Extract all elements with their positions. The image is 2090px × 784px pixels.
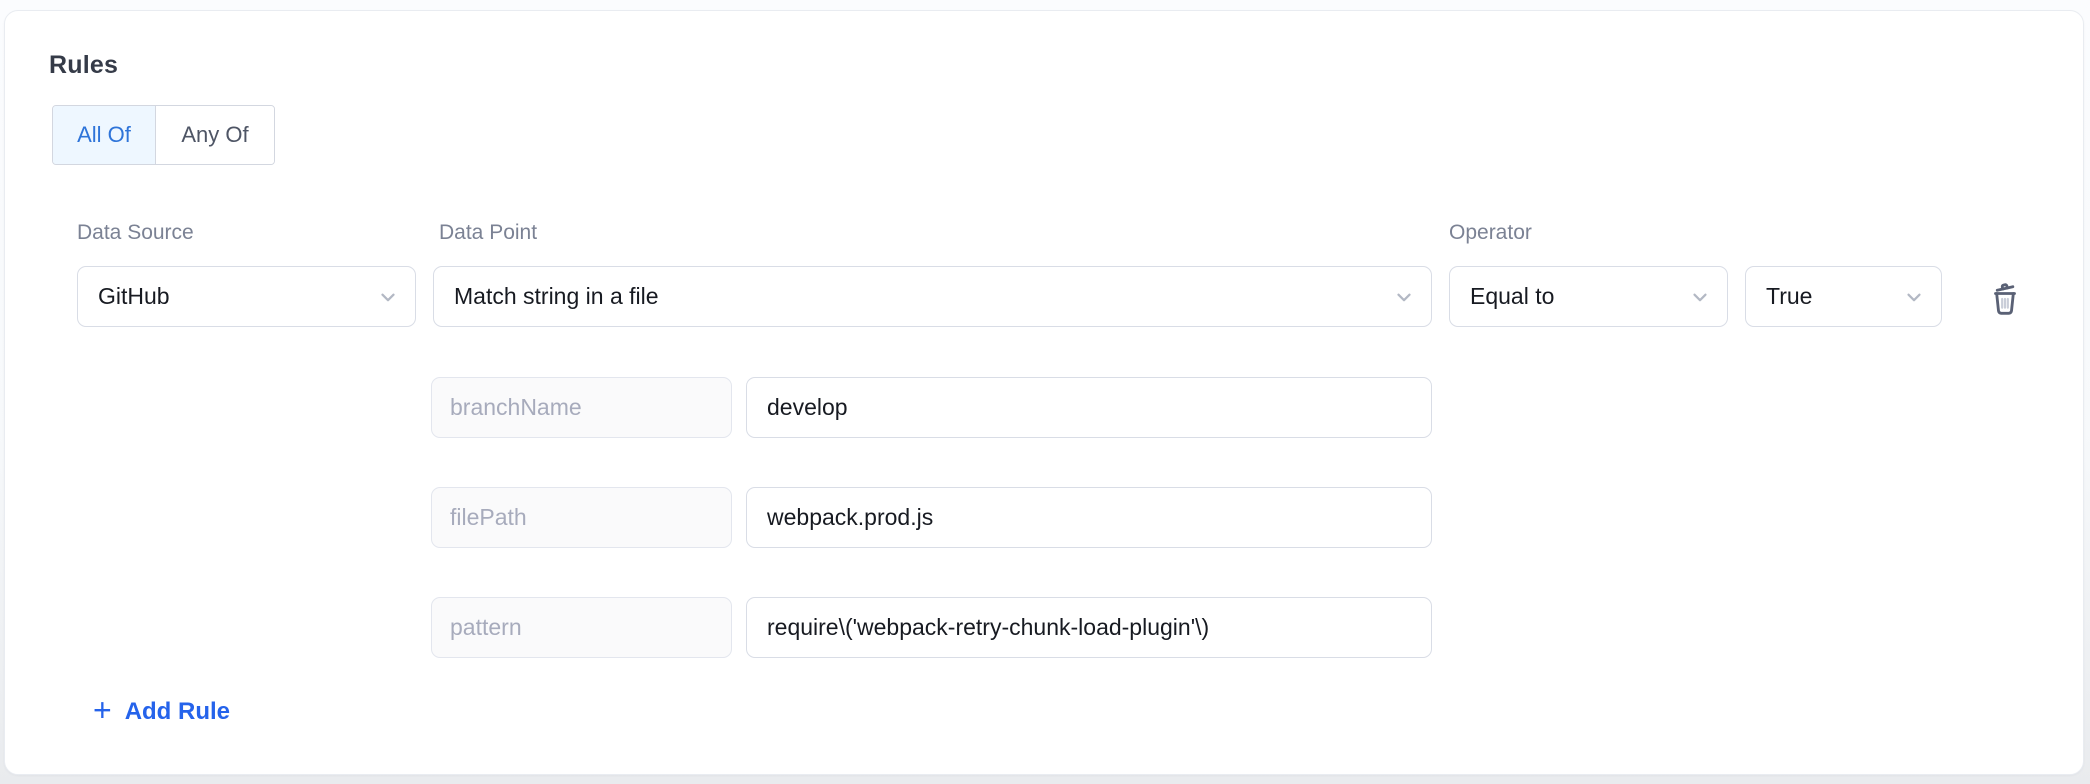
data-point-selected-value: Match string in a file xyxy=(454,283,659,309)
operator-select[interactable]: Equal to xyxy=(1449,266,1728,327)
trash-icon xyxy=(1994,283,2016,315)
data-source-selected-value: GitHub xyxy=(98,283,170,309)
chevron-down-icon xyxy=(1397,293,1411,301)
chevron-down-icon xyxy=(381,293,395,301)
param-value-input-pattern[interactable] xyxy=(746,597,1432,658)
plus-icon: + xyxy=(93,692,112,728)
compare-value-selected: True xyxy=(1766,283,1813,309)
chevron-down-icon xyxy=(1693,293,1707,301)
compare-value-select[interactable]: True xyxy=(1745,266,1942,327)
match-type-toggle: All Of Any Of xyxy=(52,105,275,165)
section-title: Rules xyxy=(49,51,119,79)
param-key-input-pattern[interactable] xyxy=(431,597,732,658)
add-rule-label: Add Rule xyxy=(124,697,231,725)
data-source-label: Data Source xyxy=(77,221,194,244)
param-value-input-filepath[interactable] xyxy=(746,487,1432,548)
data-point-select[interactable]: Match string in a file xyxy=(433,266,1432,327)
operator-label: Operator xyxy=(1449,221,1532,244)
data-source-select[interactable]: GitHub xyxy=(77,266,416,327)
toggle-all-of[interactable]: All Of xyxy=(53,106,156,164)
rules-panel: Rules All Of Any Of Data Source Data Poi… xyxy=(4,10,2084,775)
param-key-input-branchname[interactable] xyxy=(431,377,732,438)
delete-rule-button[interactable] xyxy=(1981,273,2029,321)
data-point-label: Data Point xyxy=(439,221,538,244)
chevron-down-icon xyxy=(1907,293,1921,301)
param-value-input-branchname[interactable] xyxy=(746,377,1432,438)
toggle-any-of[interactable]: Any Of xyxy=(156,106,274,164)
param-key-input-filepath[interactable] xyxy=(431,487,732,548)
operator-selected-value: Equal to xyxy=(1470,283,1555,309)
add-rule-button[interactable]: + Add Rule xyxy=(89,691,234,732)
